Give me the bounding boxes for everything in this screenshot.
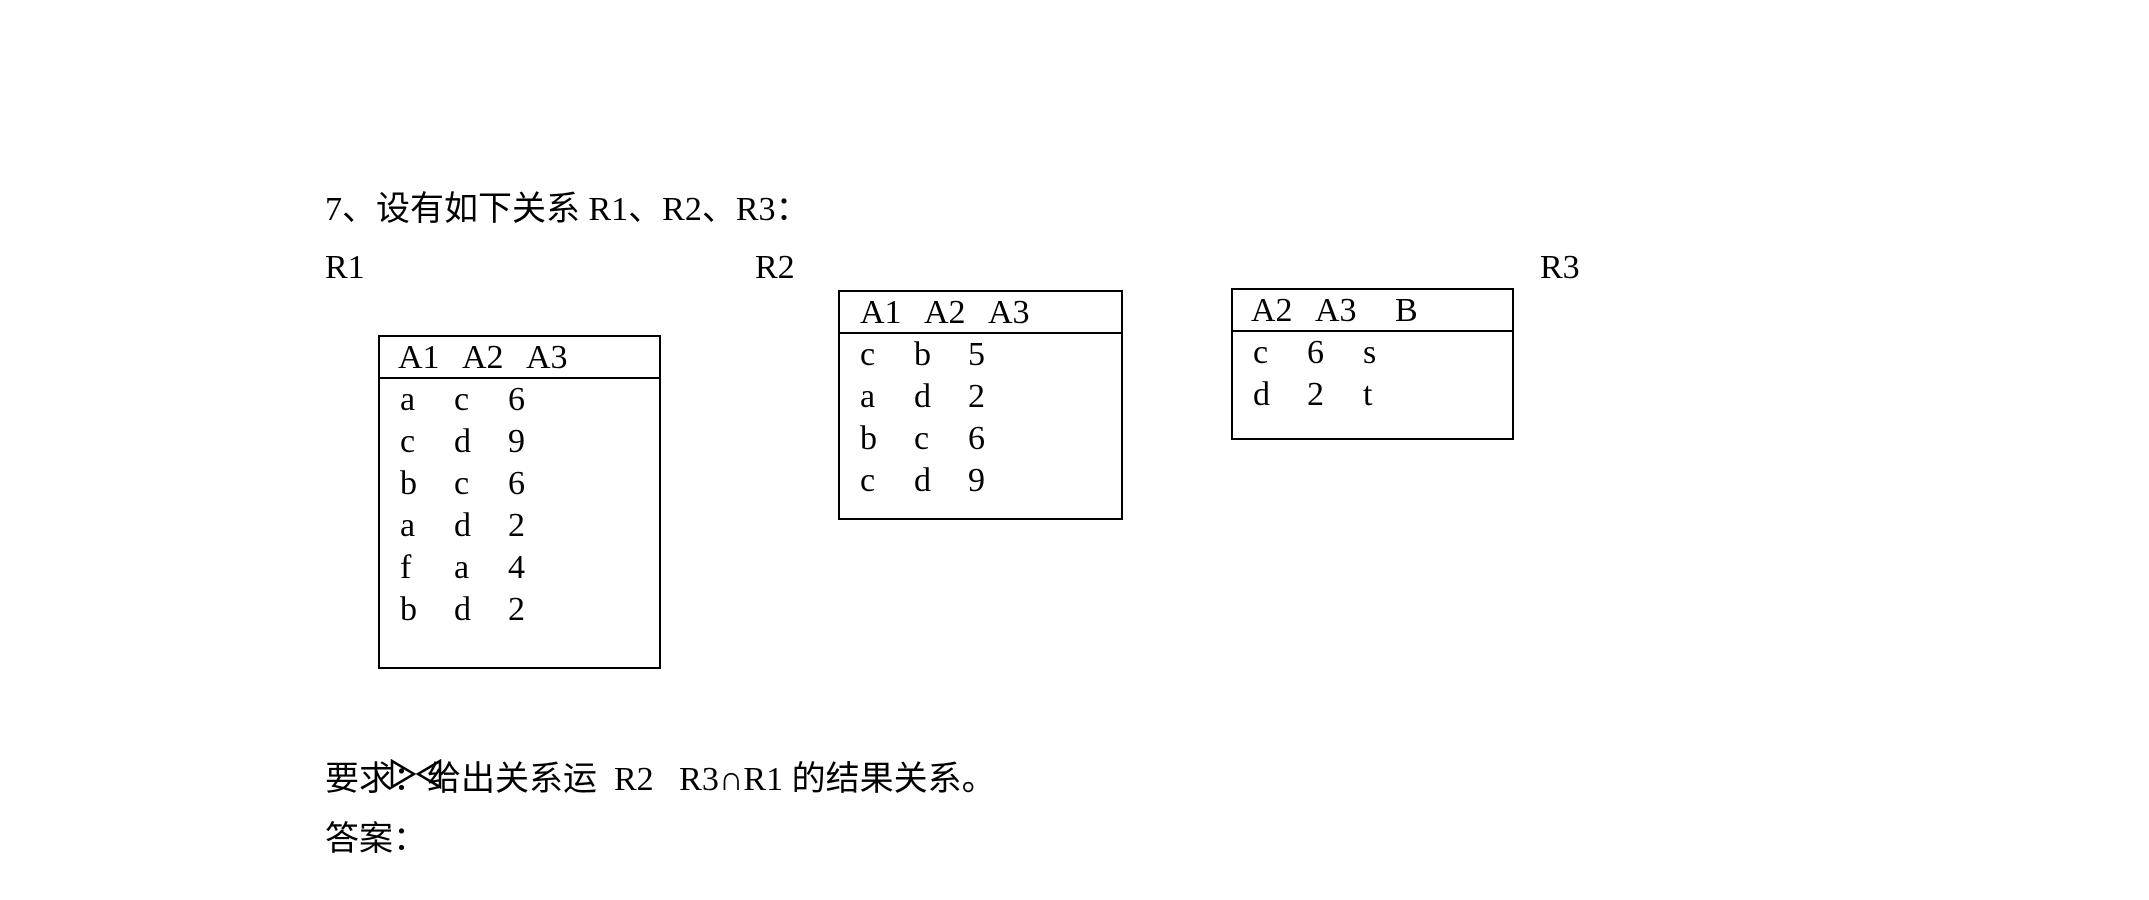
r1-row: a d 2 bbox=[380, 505, 659, 547]
r3-cell: s bbox=[1363, 334, 1377, 371]
r2-row: c b 5 bbox=[840, 334, 1121, 376]
question-heading: 7、设有如下关系 R1、R2、R3： bbox=[325, 191, 810, 228]
r3-row: d 2 t bbox=[1233, 374, 1512, 416]
requirement-text: 给出关系运 R2 R3∩R1 的结果关系。 bbox=[427, 761, 996, 798]
r2-cell: 9 bbox=[968, 462, 985, 499]
r3-header-cell: A2 bbox=[1251, 292, 1293, 329]
r1-cell: a bbox=[400, 381, 416, 418]
r1-label: R1 bbox=[325, 249, 365, 286]
r3-header-row: A2 A3 B bbox=[1233, 290, 1512, 332]
r3-label: R3 bbox=[1540, 249, 1580, 286]
r2-row: c d 9 bbox=[840, 460, 1121, 502]
r3-cell: c bbox=[1253, 334, 1269, 371]
r2-row: b c 6 bbox=[840, 418, 1121, 460]
r3-table: A2 A3 B c 6 s d 2 t bbox=[1231, 288, 1514, 440]
r2-header-cell: A2 bbox=[924, 294, 966, 331]
r1-table: A1 A2 A3 a c 6 c d 9 b c 6 a d 2 f a 4 b… bbox=[378, 335, 661, 669]
r1-cell: c bbox=[454, 381, 470, 418]
r1-cell: 6 bbox=[508, 381, 525, 418]
r2-header-cell: A3 bbox=[988, 294, 1030, 331]
r2-cell: c bbox=[914, 420, 930, 457]
r2-cell: 5 bbox=[968, 336, 985, 373]
r2-cell: b bbox=[860, 420, 877, 457]
r2-row: a d 2 bbox=[840, 376, 1121, 418]
r1-cell: d bbox=[454, 423, 471, 460]
r2-cell: 6 bbox=[968, 420, 985, 457]
r1-row: f a 4 bbox=[380, 547, 659, 589]
requirement-prefix: 要求： bbox=[325, 761, 427, 798]
r3-header-cell: B bbox=[1395, 292, 1418, 329]
r3-cell: t bbox=[1363, 376, 1373, 413]
r1-cell: c bbox=[400, 423, 416, 460]
r3-header-cell: A3 bbox=[1315, 292, 1357, 329]
r1-cell: a bbox=[400, 507, 416, 544]
r1-cell: d bbox=[454, 507, 471, 544]
r2-cell: c bbox=[860, 336, 876, 373]
r2-cell: 2 bbox=[968, 378, 985, 415]
r1-cell: b bbox=[400, 465, 417, 502]
r1-cell: 9 bbox=[508, 423, 525, 460]
r2-header-cell: A1 bbox=[860, 294, 902, 331]
requirement-line: 要求：给出关系运 R2 R3∩R1 的结果关系。 bbox=[325, 760, 996, 800]
natural-join-icon bbox=[390, 758, 442, 790]
r1-cell: 2 bbox=[508, 507, 525, 544]
r1-cell: f bbox=[400, 549, 412, 586]
r1-cell: b bbox=[400, 591, 417, 628]
r1-header-cell: A1 bbox=[398, 339, 440, 376]
r2-cell: c bbox=[860, 462, 876, 499]
r2-label: R2 bbox=[755, 249, 795, 286]
r2-header-row: A1 A2 A3 bbox=[840, 292, 1121, 334]
r2-cell: a bbox=[860, 378, 876, 415]
r1-cell: 4 bbox=[508, 549, 525, 586]
r1-cell: 6 bbox=[508, 465, 525, 502]
r1-header-cell: A3 bbox=[526, 339, 568, 376]
r1-header-row: A1 A2 A3 bbox=[380, 337, 659, 379]
r2-table: A1 A2 A3 c b 5 a d 2 b c 6 c d 9 bbox=[838, 290, 1123, 520]
r1-cell: d bbox=[454, 591, 471, 628]
r1-cell: 2 bbox=[508, 591, 525, 628]
r3-cell: 6 bbox=[1307, 334, 1324, 371]
r1-cell: c bbox=[454, 465, 470, 502]
r2-cell: b bbox=[914, 336, 931, 373]
r1-header-cell: A2 bbox=[462, 339, 504, 376]
r3-row: c 6 s bbox=[1233, 332, 1512, 374]
answer-label: 答案： bbox=[325, 821, 427, 858]
r1-row: b c 6 bbox=[380, 463, 659, 505]
r3-cell: d bbox=[1253, 376, 1270, 413]
r2-cell: d bbox=[914, 378, 931, 415]
r1-cell: a bbox=[454, 549, 470, 586]
r3-cell: 2 bbox=[1307, 376, 1324, 413]
r1-row: b d 2 bbox=[380, 589, 659, 631]
r2-cell: d bbox=[914, 462, 931, 499]
r1-row: a c 6 bbox=[380, 379, 659, 421]
r1-row: c d 9 bbox=[380, 421, 659, 463]
